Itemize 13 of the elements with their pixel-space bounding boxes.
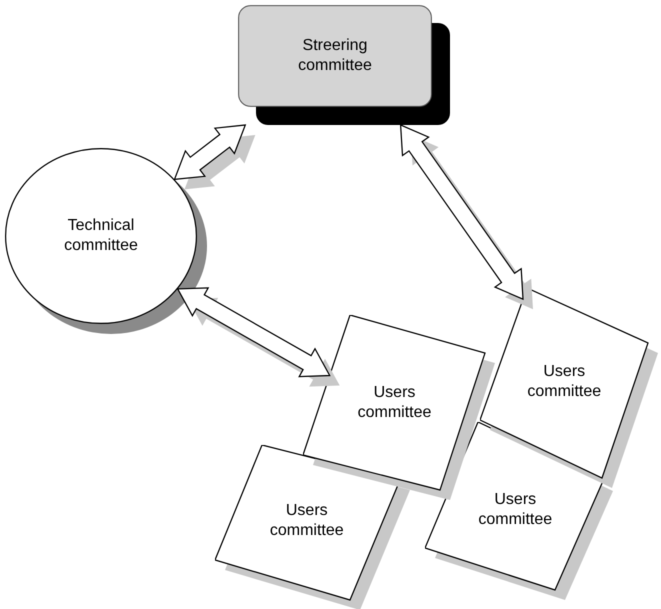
- node-label: Streering committee: [297, 36, 373, 76]
- node-label: Users committee: [526, 362, 602, 402]
- node-label: Technical committee: [63, 216, 139, 256]
- ellipse-node: [5, 148, 207, 334]
- node-label: Users committee: [268, 501, 345, 542]
- diamond-node: [215, 445, 410, 609]
- rounded-box: [238, 5, 450, 125]
- double-arrow: [174, 124, 256, 190]
- node-label: Users committee: [477, 490, 554, 530]
- diamond-node: [425, 422, 613, 600]
- node-label: Users committee: [356, 383, 432, 424]
- double-arrow: [176, 287, 340, 387]
- double-arrow: [400, 124, 533, 310]
